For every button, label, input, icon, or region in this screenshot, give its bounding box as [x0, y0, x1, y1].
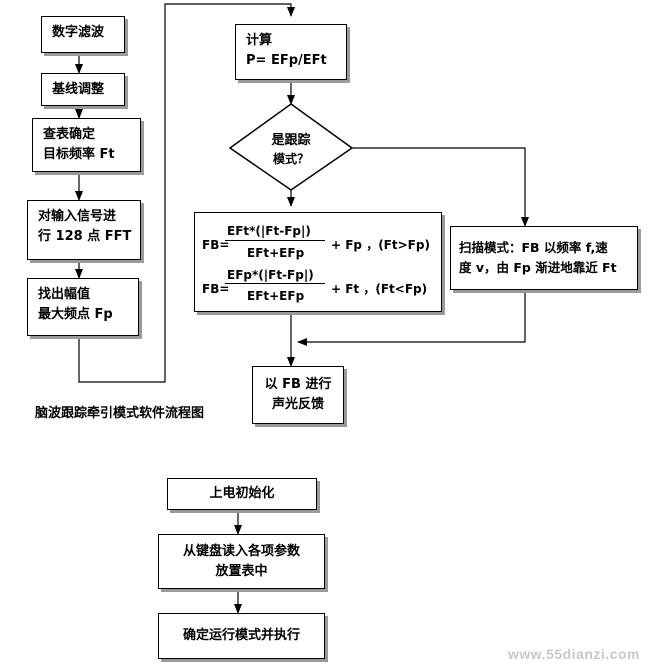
step-label-line2: 目标频率 Ft: [43, 147, 115, 162]
step-label: 上电初始化: [209, 486, 275, 501]
decision-line2: 模式？: [272, 152, 309, 166]
decision-label: 是跟踪 模式？: [250, 132, 332, 168]
step-label-line2: 最大频点 Fp: [38, 307, 113, 322]
step-label: 基线调整: [52, 82, 105, 97]
formula2-lhs: FB=: [202, 282, 230, 296]
diagram-caption: 脑波跟踪牵引模式软件流程图: [35, 406, 205, 421]
step-label: 确定运行模式并执行: [182, 628, 300, 643]
step-power-on-init: 上电初始化: [167, 478, 317, 510]
formula1-numerator: EFt*(|Ft-Fp|): [227, 224, 311, 238]
step-label-line2: 放置表中: [215, 563, 268, 579]
step-read-parameters: 从键盘读入各项参数 放置表中: [158, 534, 325, 589]
step-find-peak-frequency: 找出幅值 最大频点 Fp: [27, 278, 139, 336]
scan-mode-box: 扫描模式：FB 以频率 f,速 度 v，由 Fp 渐进地靠近 Ft: [450, 226, 638, 290]
step-lookup-target-frequency: 查表确定 目标频率 Ft: [32, 118, 141, 172]
decision-line1: 是跟踪: [271, 133, 311, 148]
formula2-numerator: EFp*(|Ft-Fp|): [227, 268, 314, 282]
tracking-formula-box: FB= EFt*(|Ft-Fp|) EFt+EFp + Fp ，(Ft>Fp) …: [194, 212, 442, 312]
step-label-line2: 声光反馈: [271, 397, 324, 412]
step-label-line1: 找出幅值: [38, 287, 91, 302]
step-digital-filter: 数字滤波: [41, 16, 125, 53]
formula1-denominator: EFt+EFp: [247, 246, 305, 260]
step-fft: 对输入信号进 行 128 点 FFT: [27, 200, 141, 260]
step-compute-ratio: 计算 P= EFp/EFt: [235, 24, 347, 80]
step-label-line1: 计算: [246, 33, 273, 48]
step-label-line1: 对输入信号进: [38, 209, 117, 224]
formula1-fraction-bar: [225, 240, 325, 241]
step-label-line1: 以 FB 进行: [264, 377, 332, 392]
formula2-fraction-bar: [225, 283, 325, 284]
step-label-line1: 查表确定: [43, 127, 96, 142]
decision-diamond: [228, 103, 354, 191]
formula2-tail: + Ft ，(Ft<Fp): [331, 282, 428, 296]
step-audio-visual-feedback: 以 FB 进行 声光反馈: [252, 366, 344, 424]
step-label: 数字滤波: [52, 25, 105, 40]
formula2-denominator: EFt+EFp: [247, 289, 305, 303]
scan-mode-line1: 扫描模式：FB 以频率 f,速: [459, 240, 608, 255]
formula1-lhs: FB=: [202, 238, 230, 252]
formula1-tail: + Fp ，(Ft>Fp): [331, 238, 430, 252]
step-label-line1: 从键盘读入各项参数: [182, 543, 300, 559]
step-label-line2: 行 128 点 FFT: [38, 229, 132, 244]
step-label-line2: P= EFp/EFt: [246, 53, 327, 68]
step-run-mode: 确定运行模式并执行: [158, 613, 325, 659]
step-baseline-adjust: 基线调整: [41, 73, 125, 106]
watermark: www.55dianzi.com: [508, 646, 640, 662]
scan-mode-line2: 度 v，由 Fp 渐进地靠近 Ft: [459, 260, 617, 275]
